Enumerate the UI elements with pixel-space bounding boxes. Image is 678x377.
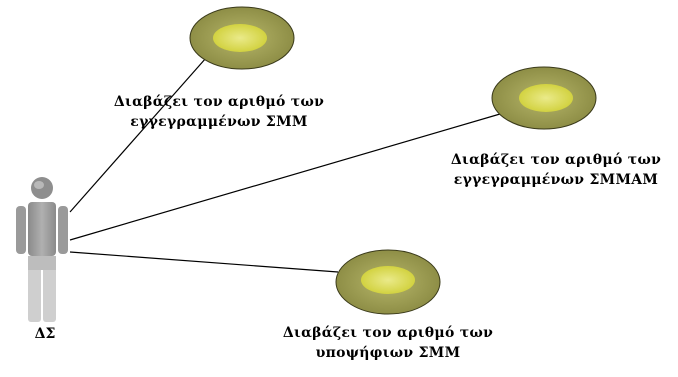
use-case-label-3-line-1: Διαβάζει τον αριθμό των [282, 325, 494, 341]
actor-name-label: ΔΣ [34, 326, 56, 342]
use-case-label-1: Διαβάζει τον αριθμό των εγγεγραμμένων ΣΜ… [103, 92, 335, 132]
use-case-label-2: Διαβάζει τον αριθμό των εγγεγραμμένων ΣΜ… [440, 150, 672, 190]
use-case-ellipse-3[interactable] [335, 249, 441, 315]
association-line-uc3 [69, 251, 339, 273]
association-line-uc2 [69, 113, 501, 241]
use-case-label-2-line-2: εγγεγραμμένων ΣΜΜΑΜ [453, 172, 659, 188]
association-line-uc1 [69, 57, 207, 213]
use-case-label-2-line-1: Διαβάζει τον αριθμό των [450, 152, 662, 168]
use-case-label-3-line-2: υποψήφιων ΣΜΜ [315, 345, 461, 361]
use-case-ellipse-2[interactable] [491, 66, 597, 130]
user-actor-icon[interactable] [16, 177, 68, 322]
use-case-label-3: Διαβάζει τον αριθμό των υποψήφιων ΣΜΜ [272, 323, 504, 363]
use-case-label-1-line-1: Διαβάζει τον αριθμό των [113, 94, 325, 110]
use-case-label-1-line-2: εγγεγραμμένων ΣΜΜ [130, 114, 308, 130]
use-case-ellipse-1[interactable] [189, 6, 295, 70]
